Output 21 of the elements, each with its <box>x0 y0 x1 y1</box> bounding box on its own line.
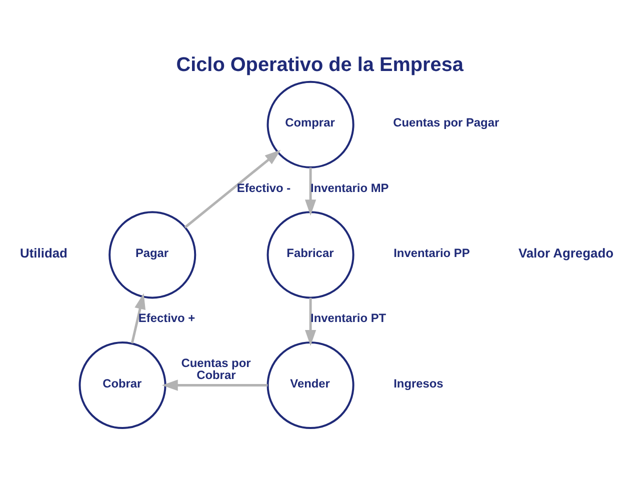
arrow <box>130 292 146 344</box>
node-label: Cuentas por Pagar <box>393 115 500 130</box>
label: Utilidad <box>20 244 68 260</box>
node-circle: Vender <box>266 340 354 429</box>
node-label: Inventario PP <box>394 246 470 260</box>
diagram-title: Ciclo Operativo de la Empresa <box>176 53 464 76</box>
arrow <box>184 149 281 228</box>
node-label: Ingresos <box>394 376 444 390</box>
arrow <box>304 167 316 216</box>
node-circle: Comprar <box>266 80 354 168</box>
node-circle: Pagar <box>108 210 196 298</box>
edge-label: Efectivo - <box>236 180 291 194</box>
edge-label: Inventario MP <box>310 180 389 194</box>
edge-label: Cuentas por Cobrar <box>181 355 251 382</box>
label: Valor Agregado <box>518 244 614 260</box>
edge-label: Efectivo + <box>138 310 196 325</box>
node-circle: Fabricar <box>266 210 354 298</box>
arrow <box>162 379 268 390</box>
node-circle: Cobrar <box>78 340 166 429</box>
edge-label: Inventario PT <box>310 310 386 325</box>
arrow <box>304 297 316 346</box>
